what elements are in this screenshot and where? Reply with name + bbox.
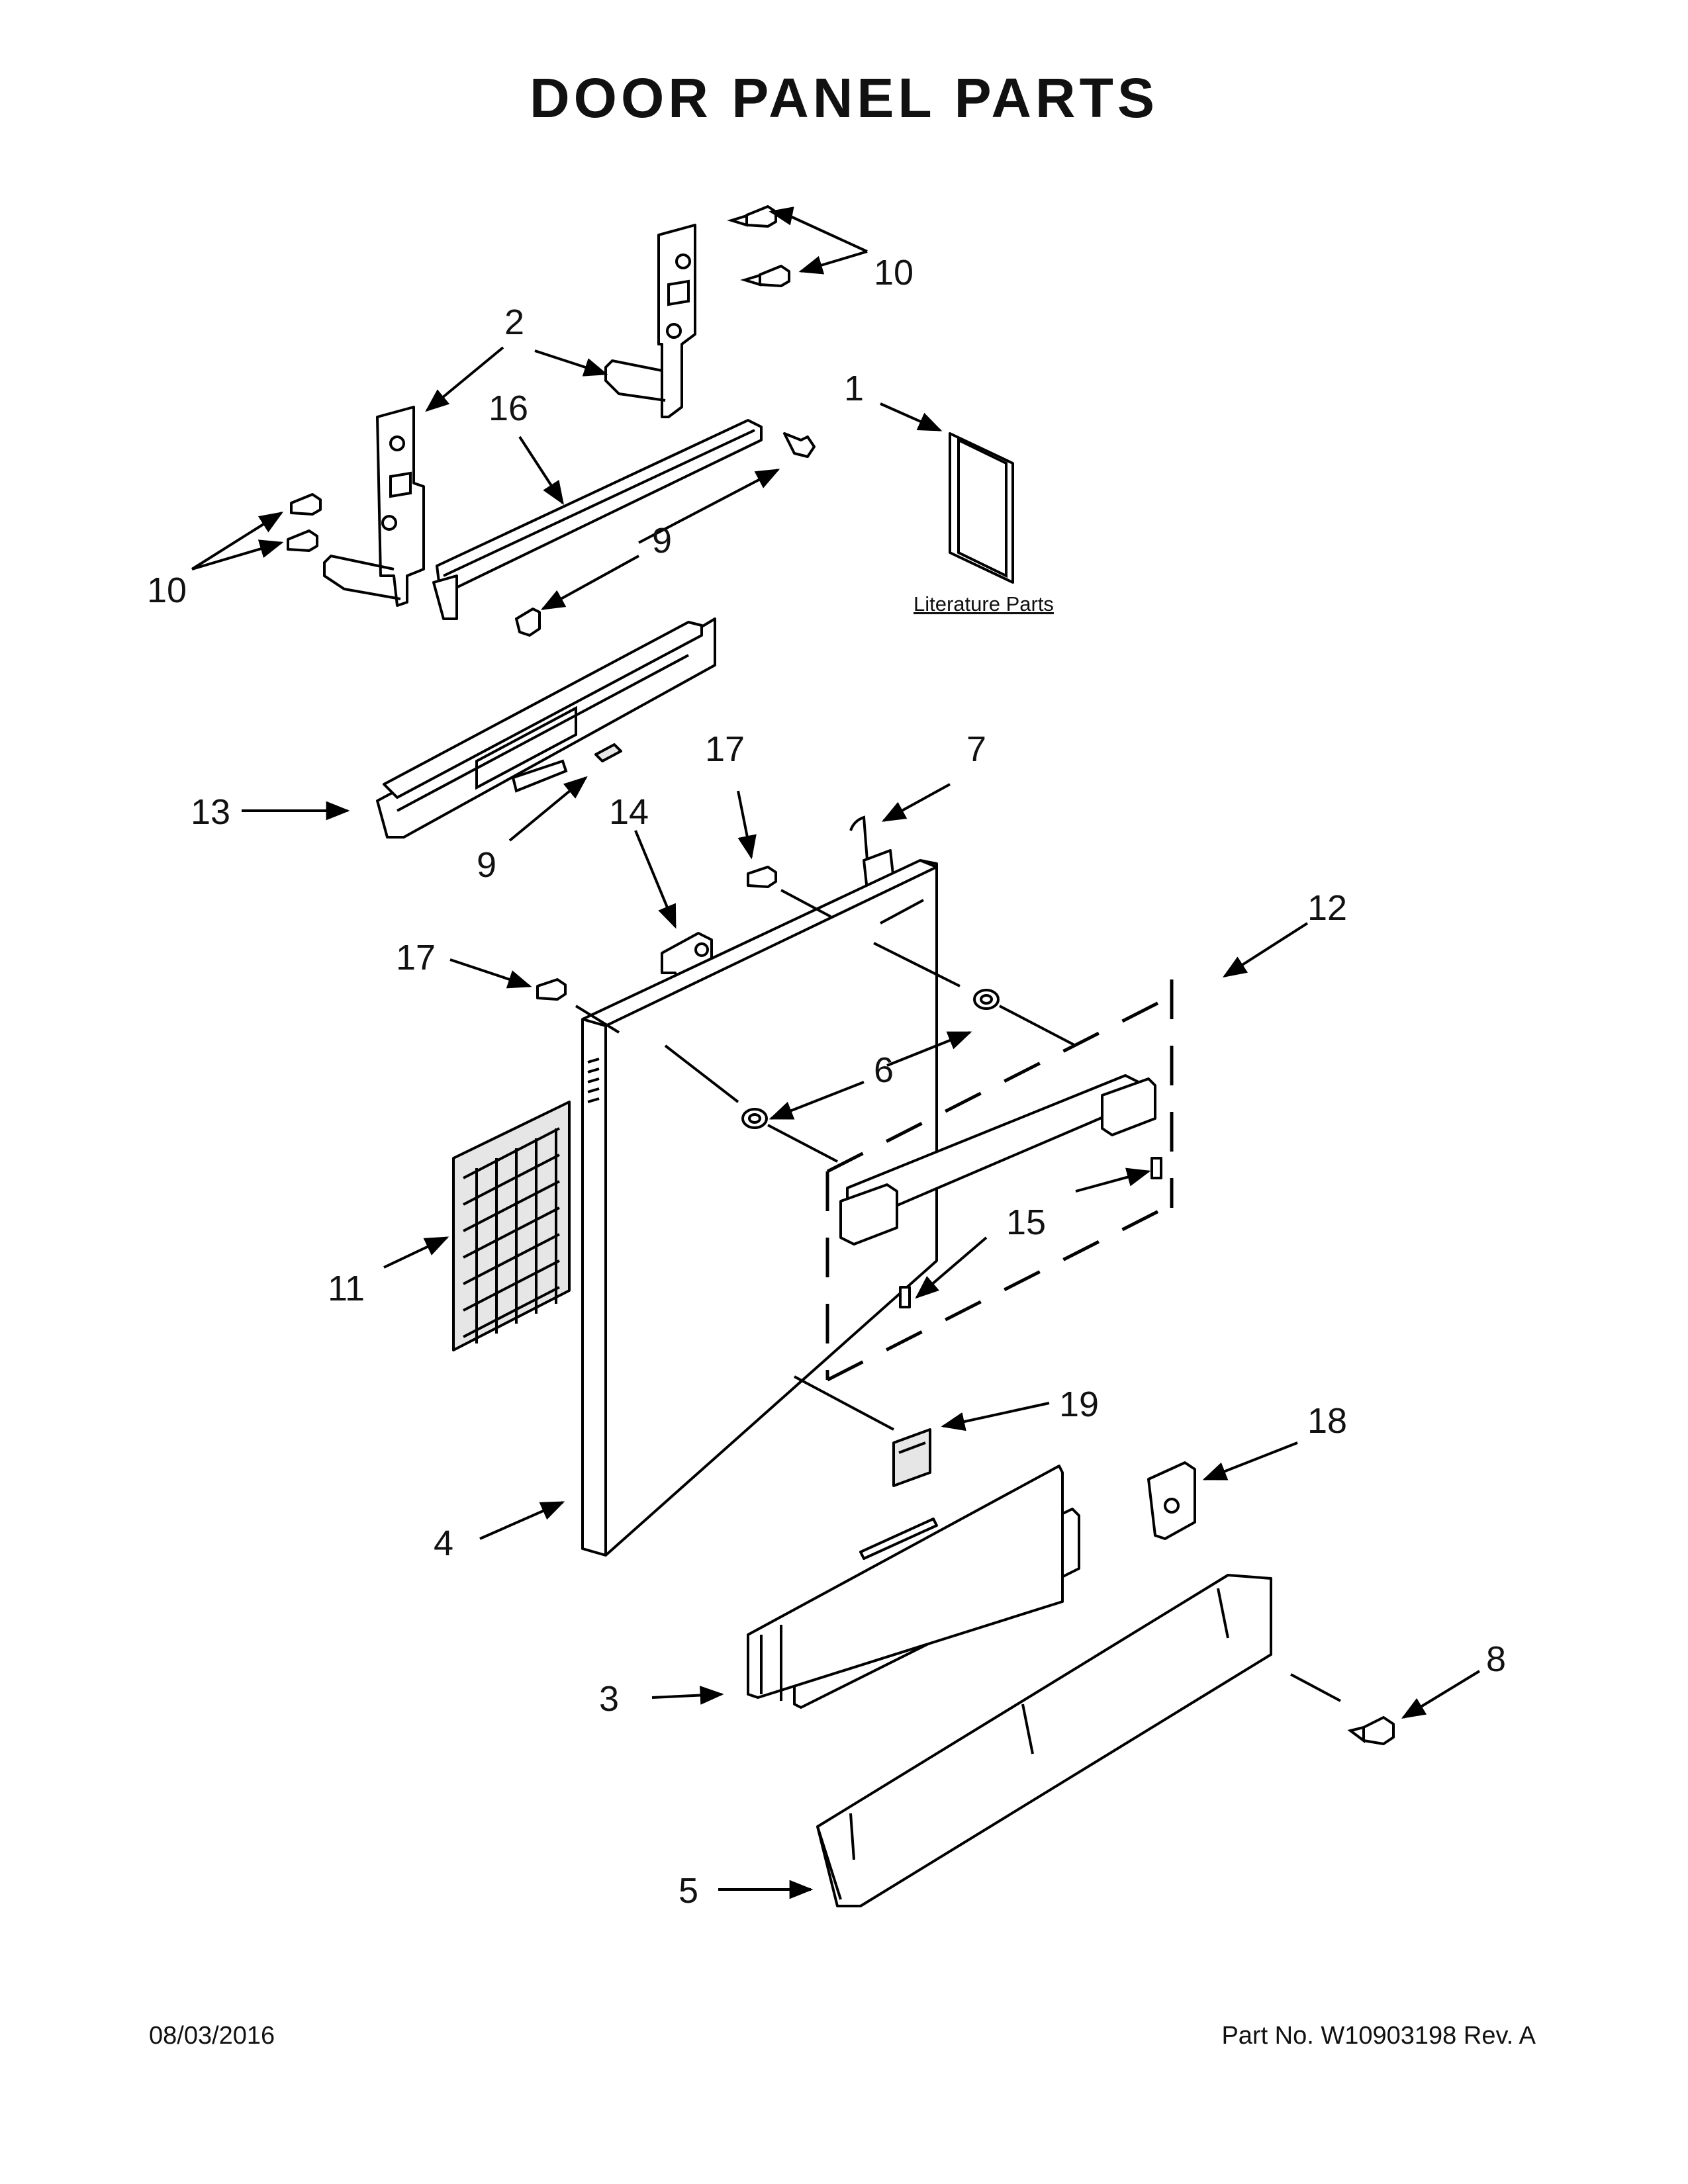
screw-9-bottom	[515, 608, 541, 637]
door-channel	[432, 419, 763, 620]
explode-lines	[575, 889, 1341, 1702]
callout-10-left: 10	[147, 570, 187, 610]
callout-15: 15	[1006, 1203, 1046, 1242]
callout-10-top: 10	[874, 253, 914, 293]
footer-date: 08/03/2016	[149, 2022, 275, 2050]
screw-9-right	[783, 432, 816, 458]
logo-badge	[892, 1428, 931, 1487]
callout-arrows	[191, 206, 1481, 1899]
callout-13: 13	[191, 792, 230, 832]
callout-18: 18	[1307, 1401, 1347, 1441]
callout-19: 19	[1059, 1385, 1099, 1424]
handle	[839, 1074, 1156, 1246]
callout-14: 14	[609, 792, 649, 832]
callout-9-upper: 9	[652, 521, 672, 561]
handle-assembly-box	[825, 979, 1174, 1382]
callout-2: 2	[504, 302, 524, 342]
callout-labels: 10 2 16 1 9 10 13 9 14 17 7 12 17 6 15 1…	[147, 253, 1506, 1911]
callout-7: 7	[966, 729, 986, 769]
callout-11: 11	[328, 1269, 365, 1308]
callout-8: 8	[1486, 1639, 1506, 1679]
literature-parts-label: Literature Parts	[914, 592, 1054, 615]
callout-16: 16	[489, 388, 528, 428]
hinge-bracket-right	[604, 224, 696, 418]
screw-8	[1347, 1716, 1395, 1745]
door-vent-slots	[587, 1058, 600, 1103]
callout-5: 5	[679, 1871, 698, 1911]
screw-10-mid	[740, 265, 790, 287]
set-screw-left	[899, 1286, 911, 1308]
literature-booklet	[949, 432, 1014, 584]
handle-mount-upper	[973, 989, 1000, 1010]
hinge-bracket-left	[323, 406, 425, 607]
toe-panel	[747, 1465, 1080, 1709]
callout-9-lower: 9	[477, 845, 496, 885]
screw-17-upper	[747, 866, 777, 888]
callout-12: 12	[1307, 888, 1347, 928]
callout-1: 1	[844, 369, 864, 408]
callout-6: 6	[874, 1050, 894, 1090]
insulation-mesh	[452, 1101, 571, 1351]
screw-10-left-b	[287, 529, 318, 552]
door-panel	[581, 859, 938, 1557]
screw-10-top	[727, 205, 777, 228]
control-console	[376, 617, 716, 839]
handle-mount-lower	[741, 1108, 768, 1129]
set-screw-right	[1150, 1157, 1162, 1179]
footer-part-number: Part No. W10903198 Rev. A	[1221, 2022, 1536, 2050]
callout-17-upper: 17	[705, 729, 745, 769]
screw-10-left-a	[290, 493, 322, 516]
callout-17-lower: 17	[396, 938, 436, 978]
screw-17-lower	[536, 978, 567, 1001]
panel-clip	[1147, 1461, 1196, 1540]
callout-3: 3	[599, 1679, 619, 1719]
page-title: DOOR PANEL PARTS	[529, 67, 1159, 129]
kick-plate	[816, 1574, 1272, 1907]
callout-4: 4	[434, 1524, 453, 1563]
